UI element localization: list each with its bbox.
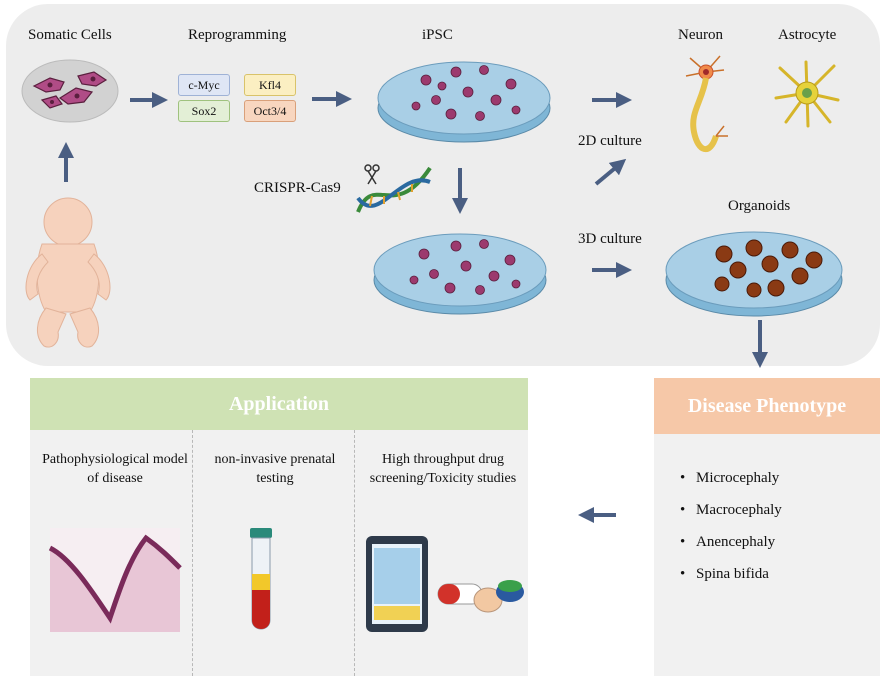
well-plate-icon [366, 536, 524, 632]
bullet: • [680, 534, 686, 550]
factor-kfl4: Kfl4 [244, 74, 296, 96]
application-col-3: High throughput drug screening/Toxicity … [369, 452, 517, 486]
organoid-dish-icon [665, 231, 843, 317]
pills-icon [437, 580, 524, 613]
phenotype-macrocephaly: Macrocephaly [696, 502, 782, 518]
phenotype-item: • Anencephaly [680, 534, 775, 551]
phenotype-microcephaly: Microcephaly [696, 470, 780, 486]
test-tube-icon [250, 528, 272, 630]
application-box: Application Pathophysiological model of … [30, 378, 528, 676]
somatic-cells-label: Somatic Cells [28, 27, 112, 43]
neuron-icon [685, 55, 728, 152]
neuron-label: Neuron [678, 27, 723, 43]
ipsc-label: iPSC [422, 27, 453, 43]
histology-icon [48, 528, 182, 632]
phenotype-item: • Spina bifida [680, 566, 769, 583]
application-col-2: non-invasive prenatal testing [214, 452, 336, 486]
baby-icon [25, 197, 111, 348]
disease-phenotype-header: Disease Phenotype [654, 378, 880, 434]
bullet: • [680, 502, 686, 518]
bullet: • [680, 566, 686, 582]
dna-icon [356, 164, 432, 213]
phenotype-spina-bifida: Spina bifida [696, 566, 769, 582]
disease-phenotype-title: Disease Phenotype [687, 395, 847, 417]
edited-ipsc-dish-icon [373, 233, 547, 315]
reprogramming-label: Reprogramming [188, 27, 287, 43]
phenotype-anencephaly: Anencephaly [696, 534, 776, 550]
somatic-cells-icon [21, 59, 119, 123]
application-header: Application [30, 378, 528, 430]
phenotype-item: • Microcephaly [680, 470, 779, 487]
astrocyte-icon [774, 60, 840, 128]
astrocyte-label: Astrocyte [778, 27, 837, 43]
arrow-2d-culture [594, 158, 627, 186]
ipsc-dish-icon [377, 61, 551, 143]
factor-c-myc: c-Myc [178, 74, 230, 96]
bullet: • [680, 470, 686, 486]
phenotype-item: • Macrocephaly [680, 502, 782, 519]
column-divider [354, 430, 355, 676]
crispr-label: CRISPR-Cas9 [254, 180, 341, 196]
factor-oct34: Oct3/4 [244, 100, 296, 122]
column-divider [192, 430, 193, 676]
culture-3d-label: 3D culture [578, 231, 642, 247]
factor-sox2: Sox2 [178, 100, 230, 122]
disease-phenotype-box: Disease Phenotype • Microcephaly • Macroce… [654, 378, 880, 676]
application-title: Application [228, 393, 330, 415]
organoids-label: Organoids [728, 198, 791, 214]
application-col-1: Pathophysiological model of disease [42, 452, 188, 486]
culture-2d-label: 2D culture [578, 133, 642, 149]
